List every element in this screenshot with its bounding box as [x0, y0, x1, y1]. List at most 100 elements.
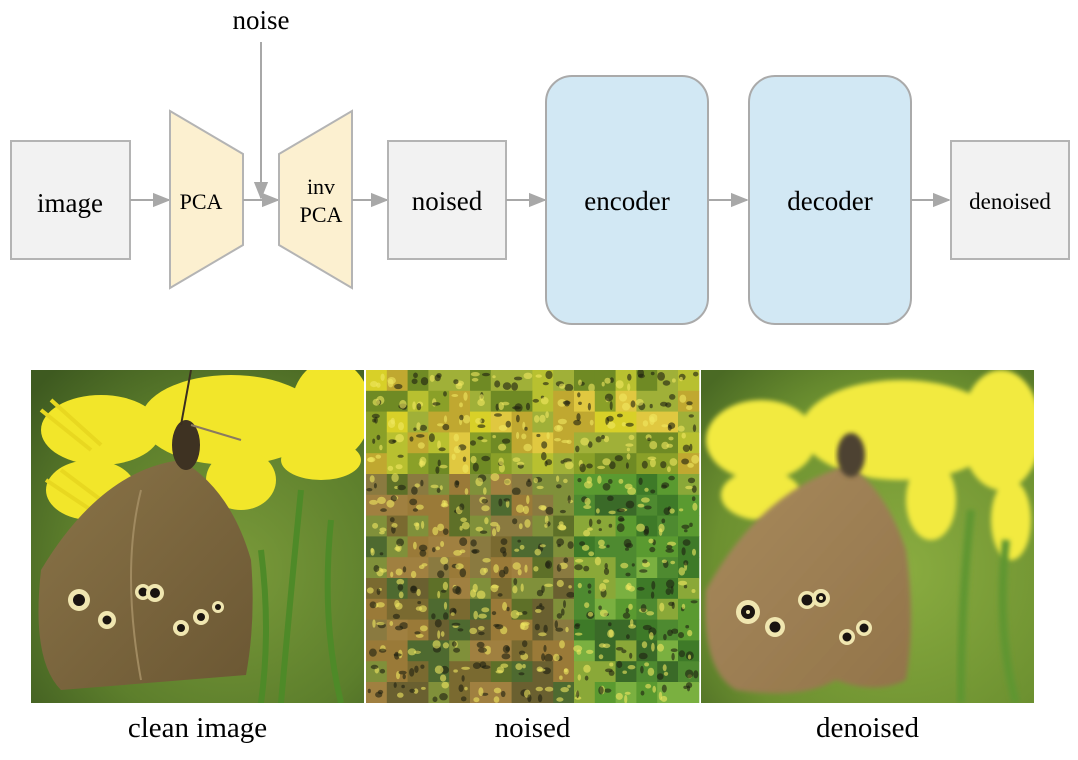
noise-patch — [636, 682, 658, 703]
noise-patch — [553, 536, 575, 558]
noise-patch — [657, 390, 679, 413]
noised-patch-image — [366, 370, 700, 703]
noise-patch — [449, 640, 471, 662]
noise-patch — [366, 598, 388, 621]
noise-patch — [490, 536, 513, 558]
noise-patch — [615, 682, 637, 703]
noise-patch — [366, 474, 388, 496]
noise-patch — [428, 411, 450, 433]
noise-patch — [407, 370, 429, 392]
noise-patch — [553, 682, 575, 703]
noise-patch — [449, 411, 471, 433]
noise-patch — [532, 661, 554, 683]
noise-patch — [553, 390, 575, 413]
noise-patch — [407, 598, 429, 621]
noise-patch — [615, 557, 637, 579]
noise-patch — [574, 453, 596, 475]
noise-patch — [511, 474, 533, 496]
image-box-label: image — [37, 188, 103, 218]
noise-patch — [678, 494, 700, 517]
noise-patch — [490, 682, 513, 703]
noise-patch — [449, 390, 471, 413]
noise-patch — [366, 640, 388, 662]
noise-patch — [553, 474, 575, 496]
noise-patch — [594, 453, 617, 475]
noise-patch — [532, 682, 554, 703]
noise-patch — [407, 578, 429, 600]
noise-patch — [594, 411, 617, 433]
noise-patch — [386, 515, 409, 537]
denoised-box-label: denoised — [969, 189, 1051, 214]
noise-patch — [574, 619, 596, 641]
noise-patch — [428, 619, 450, 641]
noise-patch — [470, 515, 492, 537]
noise-patch — [407, 411, 429, 433]
noise-patch — [511, 411, 533, 433]
noise-patch — [386, 370, 409, 392]
noise-patch — [407, 494, 429, 517]
noise-patch — [615, 640, 637, 662]
noise-patch — [366, 494, 388, 517]
noise-patch — [470, 494, 492, 517]
noise-patch — [574, 598, 596, 621]
noise-patch — [490, 557, 513, 579]
noise-patch — [386, 411, 409, 433]
noised-box — [387, 140, 507, 260]
noise-patch — [574, 578, 596, 600]
noised-box-label: noised — [412, 186, 483, 216]
noise-patch — [594, 619, 617, 641]
noise-patch — [594, 390, 617, 413]
noise-patch — [449, 370, 471, 392]
noise-patch — [657, 432, 679, 454]
noise-patch — [594, 556, 617, 579]
noise-patch — [553, 598, 575, 621]
noise-patch — [366, 515, 388, 537]
pca-block — [169, 109, 244, 290]
noise-patch — [574, 494, 596, 517]
noise-patch — [490, 473, 513, 496]
noise-patch — [449, 661, 471, 683]
noise-patch — [511, 390, 533, 413]
noise-patch — [574, 682, 596, 703]
noise-patch — [490, 390, 513, 413]
noise-patch — [615, 536, 637, 558]
noise-patch — [428, 661, 450, 683]
noise-patch — [428, 515, 450, 537]
noise-patch — [428, 390, 450, 413]
eyespots — [68, 584, 224, 636]
noise-patch — [574, 557, 596, 579]
noise-patch — [490, 453, 513, 475]
noise-patch — [553, 619, 575, 641]
noise-patch — [386, 682, 409, 703]
noise-patch — [573, 411, 596, 433]
noise-patch — [636, 619, 658, 641]
pca-label: PCA — [180, 189, 223, 214]
noise-patch — [511, 370, 533, 392]
noise-patch — [407, 557, 429, 579]
noise-patch — [511, 640, 533, 662]
noise-patch — [553, 453, 575, 475]
noise-patch — [532, 370, 554, 392]
noise-patch — [678, 453, 700, 475]
noise-patch — [449, 474, 471, 496]
noise-patch — [636, 474, 658, 496]
noise-patch — [678, 536, 700, 558]
noise-patch — [490, 598, 513, 621]
noise-patch — [366, 578, 388, 600]
noise-patch — [678, 432, 700, 454]
noise-patch — [678, 598, 700, 621]
noise-patch — [386, 494, 409, 517]
noise-patch — [449, 557, 471, 579]
noise-patch — [574, 474, 596, 496]
noise-patch — [366, 432, 388, 454]
noise-patch — [386, 661, 409, 683]
noise-patch — [490, 619, 513, 641]
noise-patch — [470, 661, 492, 683]
noise-patch — [636, 536, 658, 558]
noise-patch — [615, 494, 637, 517]
noise-patch — [553, 411, 575, 433]
denoised-box — [950, 140, 1070, 260]
noise-patch — [470, 640, 492, 662]
noise-patch — [532, 598, 554, 621]
noise-patch — [511, 515, 533, 537]
